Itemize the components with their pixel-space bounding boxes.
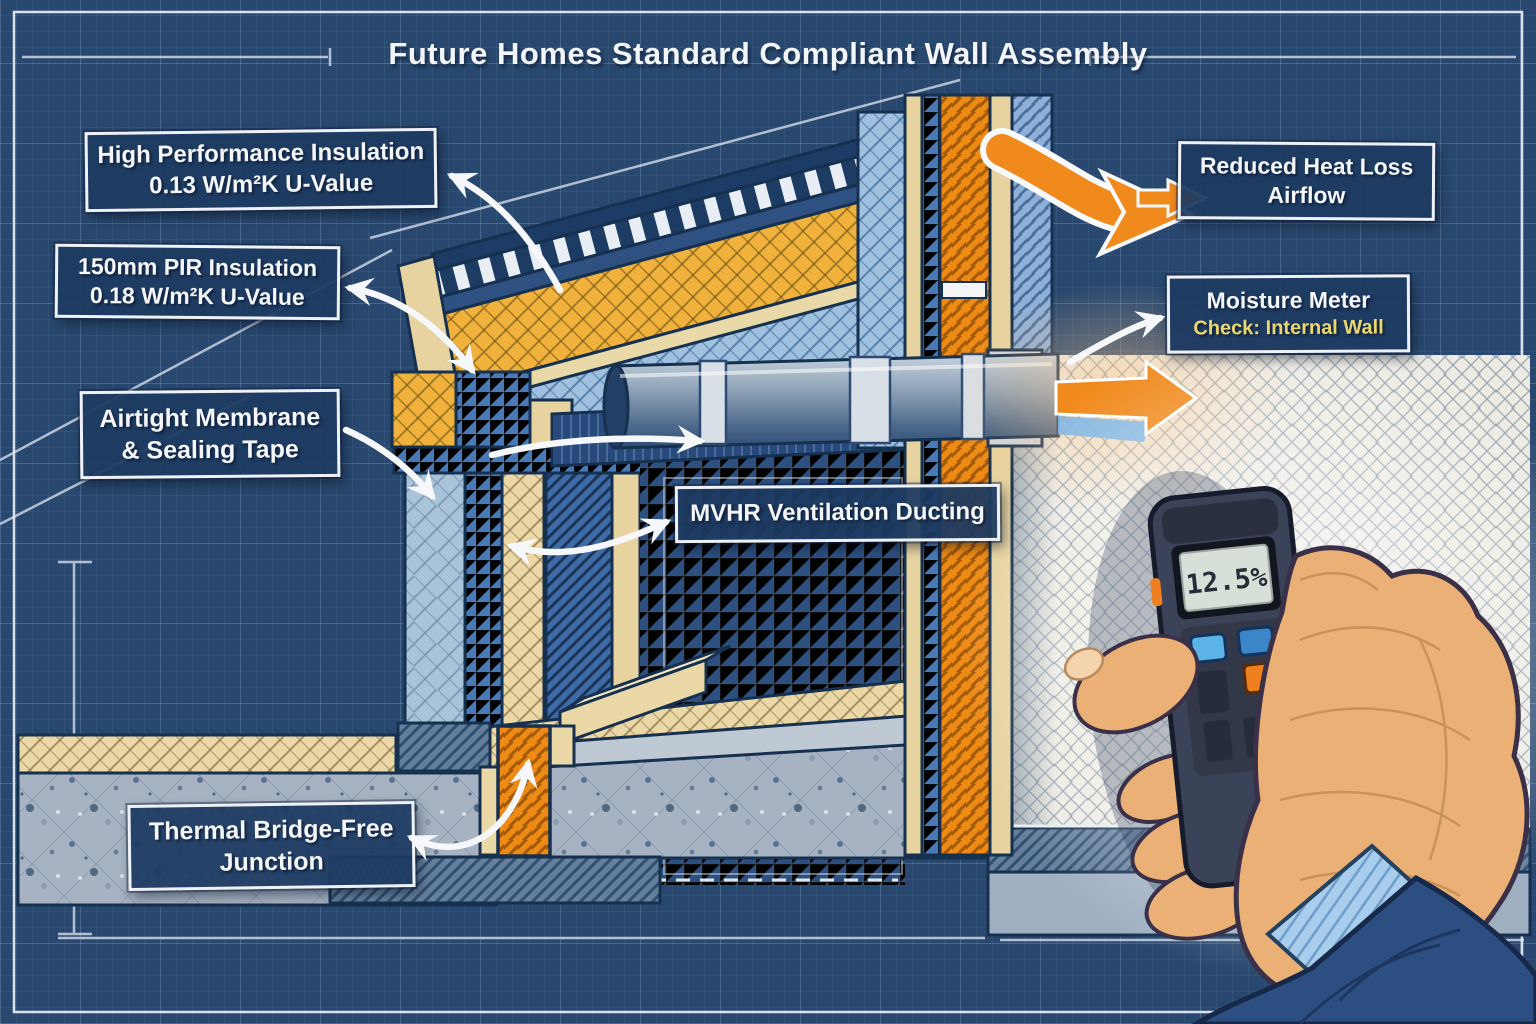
junction-timber-right (548, 724, 576, 768)
meter-top-cap (1161, 498, 1279, 544)
label-line: & Sealing Tape (121, 435, 299, 465)
sealing-tape-piece (941, 281, 987, 299)
junction-timber-left (478, 765, 500, 857)
sleeve-fold-lines (1298, 928, 1461, 1024)
heat-arrow-body (986, 134, 1132, 226)
hand-shading-lines (1279, 571, 1471, 898)
moisture-meter-and-hand: 12.5% (960, 320, 1536, 1024)
label-line: Reduced Heat Loss (1199, 151, 1414, 180)
label-line: 0.18 W/m²K U-Value (89, 282, 305, 310)
label-line: 0.13 W/m²K U-Value (148, 169, 374, 200)
stud-insulation-layer (500, 471, 546, 748)
keypad-slot (1196, 669, 1230, 714)
label-line-highlight: Check: Internal Wall (1193, 316, 1384, 340)
label-moisture-meter-check: Moisture Meter Check: Internal Wall (1166, 274, 1411, 354)
service-batten-layer (463, 471, 504, 748)
duct-end-cap (602, 364, 630, 450)
label-mvhr-ducting: MVHR Ventilation Ducting (674, 483, 1001, 544)
label-thermal-bridge-free-junction: Thermal Bridge-Free Junction (127, 801, 416, 891)
label-reduced-heat-loss: Reduced Heat Loss Airflow (1177, 141, 1436, 221)
label-line: Thermal Bridge-Free (148, 814, 394, 846)
label-line: Airtight Membrane (99, 403, 321, 433)
label-line: Junction (219, 847, 324, 877)
stud-layer-blue (920, 93, 942, 857)
airtight-membrane-layer (403, 471, 467, 748)
stud-layer-tan-1 (903, 93, 924, 857)
label-line: Airflow (1267, 181, 1346, 209)
meter-side-button[interactable] (1150, 578, 1163, 607)
label-line: Moisture Meter (1206, 287, 1371, 314)
suit-sleeve (1191, 874, 1536, 1024)
label-airtight-membrane: Airtight Membrane & Sealing Tape (79, 388, 341, 480)
label-high-performance-insulation: High Performance Insulation 0.13 W/m²K U… (84, 127, 438, 213)
thermal-break-block (496, 724, 552, 858)
label-line: 150mm PIR Insulation (78, 252, 318, 281)
eave-insulation-block (390, 370, 458, 449)
keypad-slot (1203, 719, 1233, 762)
thumbnail (1063, 647, 1105, 681)
diagram-title: Future Homes Standard Compliant Wall Ass… (388, 36, 1148, 71)
thumb (1072, 633, 1200, 735)
label-pir-insulation: 150mm PIR Insulation 0.18 W/m²K U-Value (54, 243, 341, 321)
sole-plate-block (396, 721, 492, 773)
label-line: High Performance Insulation (97, 138, 425, 170)
floor-insulation-band (16, 733, 402, 775)
eave-blue-block (454, 370, 532, 449)
lcd-screen (1178, 543, 1274, 612)
label-line: MVHR Ventilation Ducting (690, 498, 985, 528)
